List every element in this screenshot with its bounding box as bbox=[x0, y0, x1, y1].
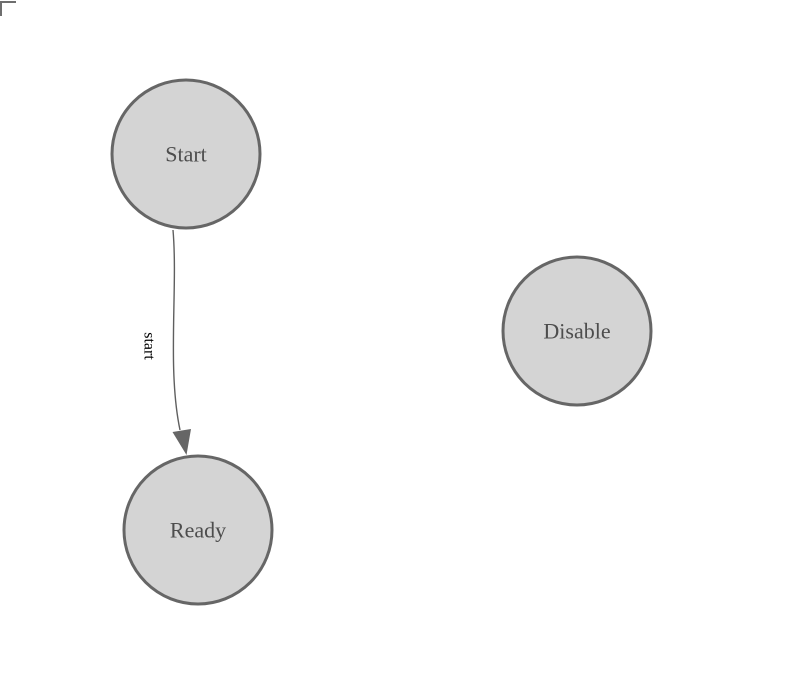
node-disable-label: Disable bbox=[543, 319, 610, 344]
node-disable[interactable]: Disable bbox=[501, 255, 653, 407]
node-start-circle[interactable] bbox=[110, 78, 262, 230]
node-disable-circle[interactable] bbox=[501, 255, 653, 407]
arrowhead-icon bbox=[172, 429, 191, 455]
node-start[interactable]: Start bbox=[110, 78, 262, 230]
node-ready-circle[interactable] bbox=[122, 454, 274, 606]
edge-start-to-ready: start bbox=[141, 229, 191, 455]
node-ready-label: Ready bbox=[170, 518, 226, 543]
edge-line[interactable] bbox=[172, 229, 181, 431]
node-ready[interactable]: Ready bbox=[122, 454, 274, 606]
corner-mark bbox=[0, 1, 16, 16]
edge-label: start bbox=[141, 332, 158, 360]
node-start-label: Start bbox=[165, 142, 207, 167]
